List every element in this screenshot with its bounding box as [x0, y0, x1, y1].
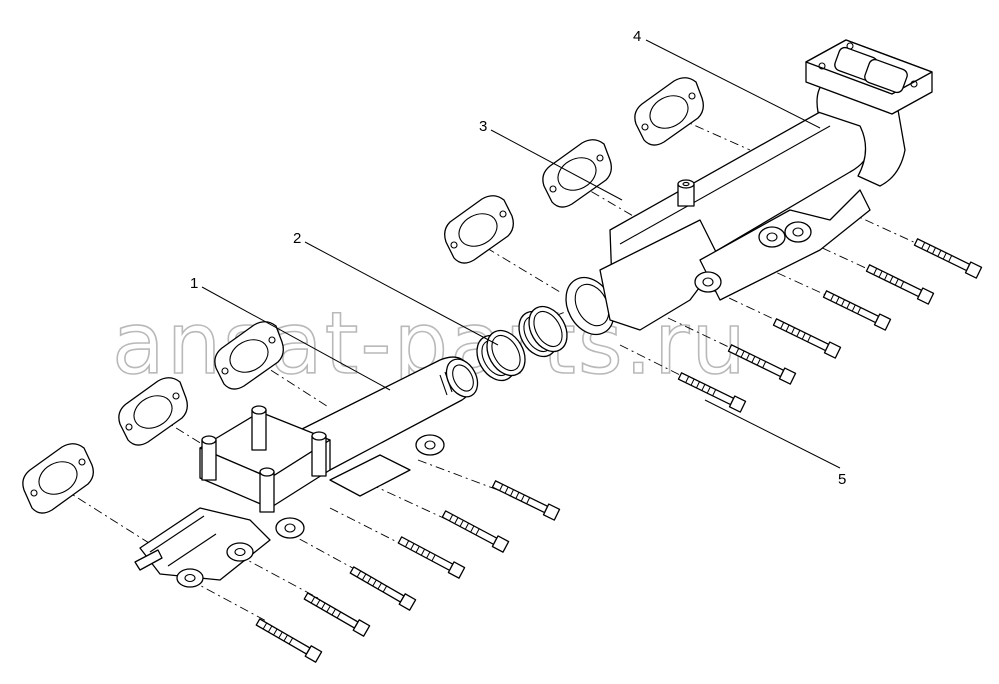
gasket-right-2 [542, 139, 612, 208]
bolt [913, 238, 983, 279]
seal-rings [476, 305, 568, 382]
callout-5: 5 [838, 471, 846, 488]
bolts-left-group [255, 480, 561, 663]
bolt [255, 618, 323, 663]
bolt [727, 344, 797, 385]
bolt [677, 372, 747, 413]
gasket-right-1 [444, 195, 514, 264]
callout-4: 4 [633, 28, 641, 45]
bolt [303, 592, 371, 637]
bolt [491, 480, 561, 521]
gasket-left-2 [118, 377, 188, 446]
bolt [349, 566, 417, 611]
bolts-right-group [677, 238, 983, 413]
exhaust-manifold-rear [565, 39, 933, 336]
gasket-left-1 [22, 443, 94, 514]
gasket-left-3 [214, 321, 284, 390]
leader-lines [201, 39, 841, 469]
callout-1: 1 [190, 275, 198, 292]
bolt [441, 510, 510, 553]
exhaust-manifold-front [134, 356, 479, 588]
gasket-right-3 [634, 77, 704, 146]
callout-2: 2 [293, 230, 301, 247]
bolt [772, 318, 842, 359]
callout-3: 3 [479, 118, 487, 135]
bolt [397, 536, 466, 579]
bolt [822, 290, 892, 331]
bolt [865, 264, 935, 305]
